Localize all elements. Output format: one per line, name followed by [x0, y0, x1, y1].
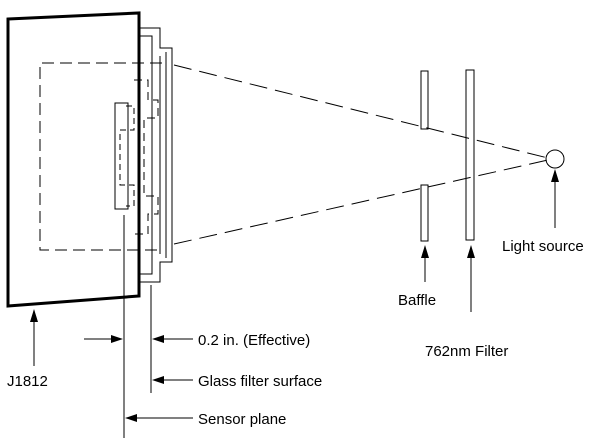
- glass-filter-surface-label: Glass filter surface: [198, 373, 322, 390]
- effective-dim-right-head: [152, 335, 164, 343]
- filter-arrow-head: [467, 245, 475, 258]
- baffle-label: Baffle: [398, 292, 436, 309]
- filter-762nm: [465, 69, 475, 241]
- sensor-chip: [114, 102, 129, 210]
- light-ray-upper: [173, 64, 549, 159]
- light-ray-lower: [173, 159, 549, 245]
- baffle-lower-bar: [420, 184, 429, 242]
- internal-housing-dashed: [39, 62, 162, 251]
- filter-label: 762nm Filter: [425, 343, 508, 360]
- housing-front-plate-inner: [139, 35, 153, 275]
- effective-distance-label: 0.2 in. (Effective): [198, 332, 310, 349]
- baffle-upper-bar: [420, 70, 429, 130]
- device-housing: [6, 11, 141, 308]
- effective-dim-left-head: [111, 335, 123, 343]
- light-source-label: Light source: [502, 238, 584, 255]
- sensor-plane-label: Sensor plane: [198, 411, 286, 428]
- sensor-package-dashed: [134, 79, 159, 235]
- light-source-arrow-head: [551, 169, 559, 182]
- housing-front-plate: [139, 27, 173, 283]
- sensor-chip-dashed: [119, 105, 135, 207]
- glass-surface-leader-head: [152, 376, 164, 384]
- device-label: J1812: [7, 373, 48, 390]
- device-arrow-head: [30, 309, 38, 322]
- light-source-circle: [545, 149, 565, 169]
- baffle-arrow-head: [421, 245, 429, 258]
- sensor-plane-leader-head: [125, 414, 137, 422]
